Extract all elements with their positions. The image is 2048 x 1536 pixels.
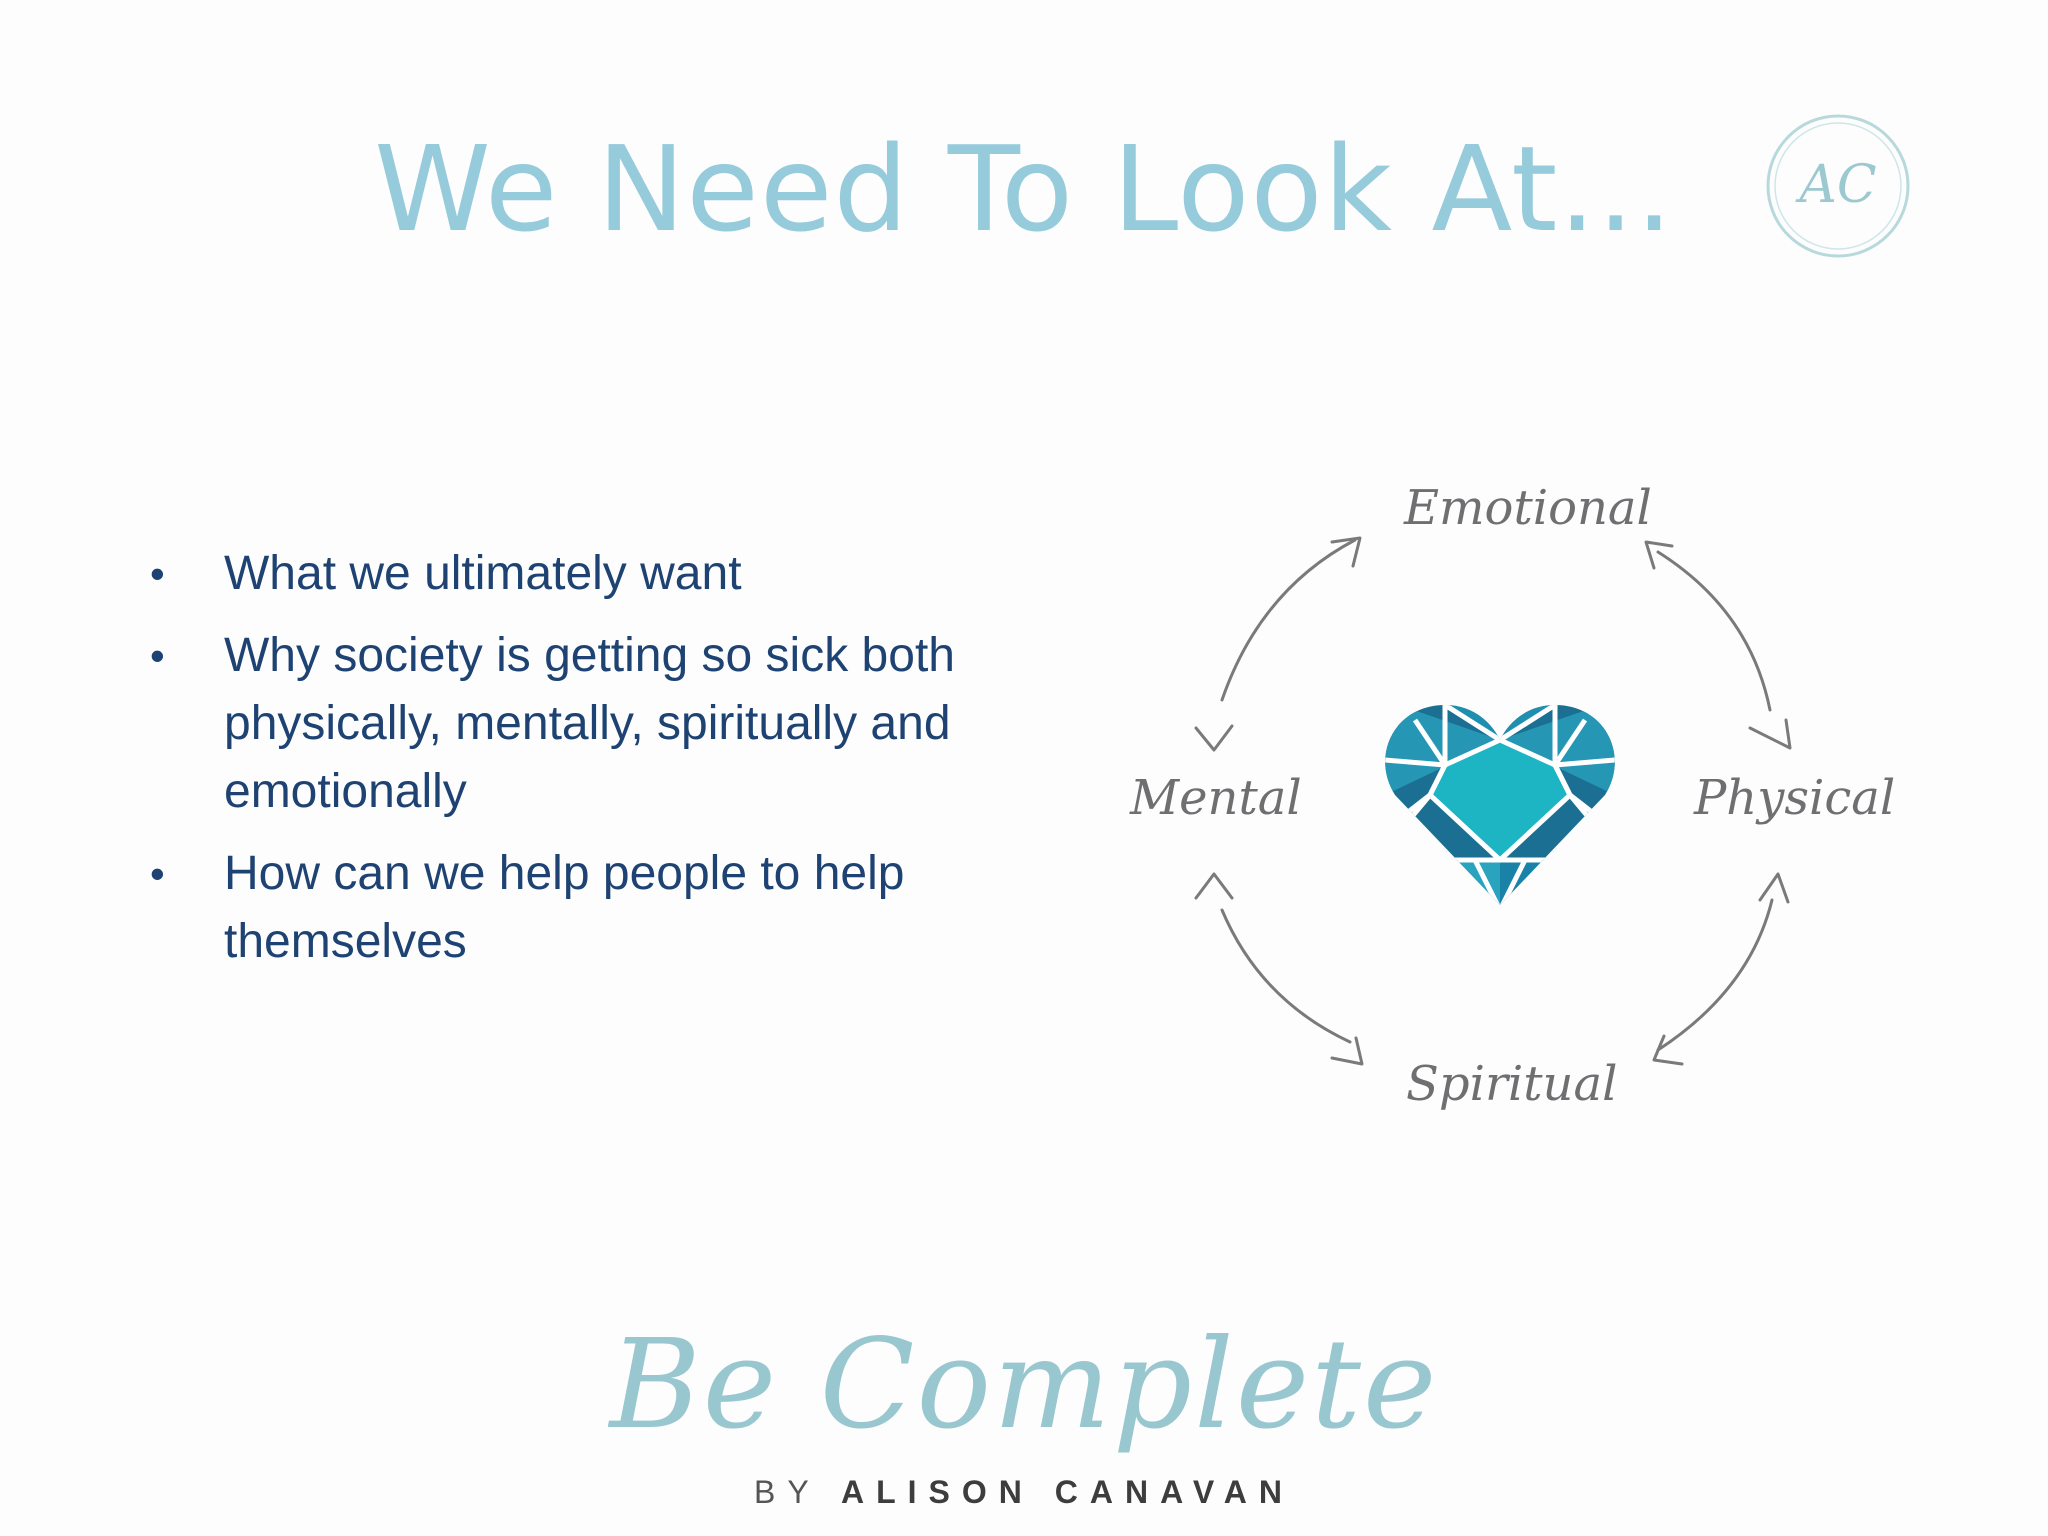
arrow-emotional-physical (1656, 550, 1772, 712)
arrowhead-emotional-left (1330, 536, 1362, 568)
bullet-list: • What we ultimately want • Why society … (140, 540, 1060, 990)
brand-script-logo: Be Complete (609, 1313, 1439, 1457)
arrow-mental-emotional (1220, 538, 1357, 702)
arrowhead-emotional-right (1644, 540, 1674, 570)
list-item: • How can we help people to help themsel… (140, 840, 1060, 976)
seal-monogram: AC (1795, 155, 1876, 215)
bullet-dot: • (150, 632, 165, 679)
slide-title: We Need To Look At... (374, 120, 1674, 258)
list-item: • What we ultimately want (140, 540, 1060, 608)
cycle-label-mental: Mental (1130, 770, 1302, 826)
arrowhead-spiritual-right (1652, 1034, 1684, 1066)
cycle-label-spiritual: Spiritual (1406, 1056, 1618, 1112)
bullet-dot: • (150, 850, 165, 897)
list-item: • Why society is getting so sick both ph… (140, 622, 1060, 826)
bullet-text: Why society is getting so sick both phys… (224, 629, 955, 818)
bullet-text: How can we help people to help themselve… (224, 847, 905, 968)
arrow-mental-spiritual (1220, 908, 1352, 1044)
brand-footer: Be Complete BY ALISON CANAVAN (0, 1310, 2048, 1511)
arrowhead-mental-bottom (1194, 872, 1234, 900)
brand-name: ALISON CANAVAN (840, 1474, 1295, 1510)
arrow-spiritual-physical (1656, 898, 1774, 1052)
arrowhead-mental-top (1194, 724, 1234, 752)
cycle-arrows (1194, 536, 1792, 1066)
cycle-label-emotional: Emotional (1404, 480, 1652, 536)
cycle-label-physical: Physical (1694, 770, 1896, 826)
bullet-text: What we ultimately want (224, 547, 742, 600)
brand-byline: BY ALISON CANAVAN (0, 1474, 2048, 1511)
bullet-dot: • (150, 550, 165, 597)
heart-gem-icon (1385, 705, 1615, 905)
wellbeing-cycle-diagram: Emotional Mental Physical Spiritual (1110, 470, 1910, 1130)
ac-seal-logo: AC (1766, 114, 1910, 258)
brand-by: BY (753, 1474, 821, 1510)
arrowhead-spiritual-left (1330, 1036, 1364, 1066)
arrowhead-physical-top (1748, 718, 1792, 750)
arrowhead-physical-bottom (1758, 872, 1790, 904)
